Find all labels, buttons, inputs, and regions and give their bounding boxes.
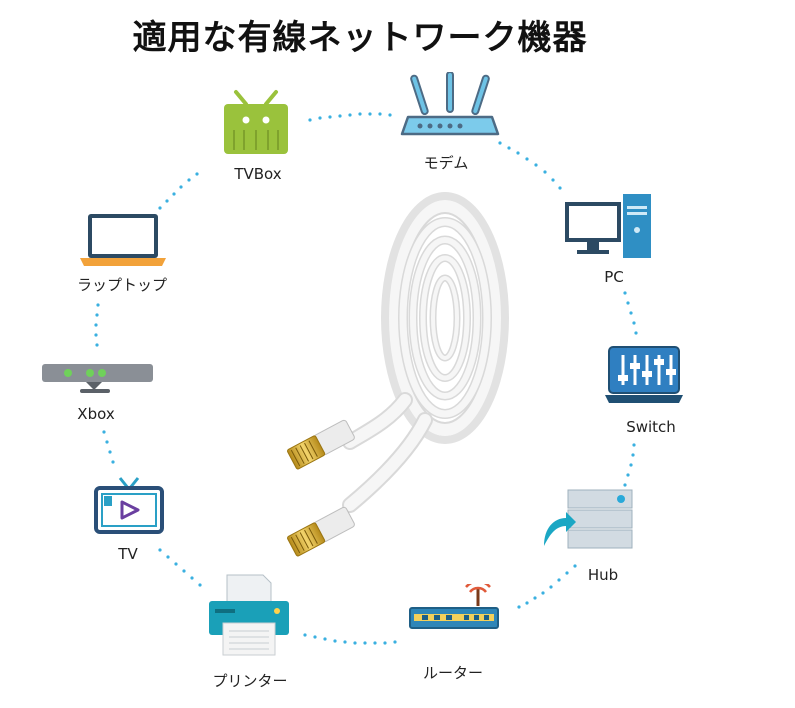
rj45-plug-upper (287, 419, 355, 470)
cable-coil (342, 192, 509, 513)
connector-laptop-tvbox (158, 172, 199, 210)
connector-pc-switch (623, 291, 638, 335)
device-label-pc: PC (604, 268, 624, 286)
connector-tvbox-modem (308, 112, 392, 122)
tv-icon (94, 477, 164, 534)
connector-switch-hub (623, 443, 636, 487)
desktop-pc-icon (565, 194, 651, 258)
device-label-router: ルーター (422, 664, 484, 682)
connector-tv-xbox (102, 430, 115, 464)
device-label-modem: モデム (423, 154, 469, 172)
connector-xbox-laptop (94, 303, 100, 347)
device-label-tv: TV (118, 545, 138, 563)
network-switch-icon (605, 346, 683, 403)
device-label-laptop: ラップトップ (76, 276, 168, 294)
android-tvbox-icon (224, 90, 288, 154)
device-label-hub: Hub (587, 566, 619, 584)
wifi-router-icon (400, 72, 500, 136)
diagram-title: 適用な有線ネットワーク機器 (132, 18, 588, 58)
printer-icon (209, 574, 289, 656)
connector-hub-router (517, 564, 577, 609)
kinect-sensor-icon (42, 364, 153, 393)
server-hub-icon (544, 489, 633, 549)
connector-router-printer (303, 633, 397, 645)
connector-printer-tv (158, 548, 202, 587)
device-label-printer: プリンター (212, 672, 288, 690)
connector-modem-pc (498, 141, 562, 190)
device-label-xbox: Xbox (77, 405, 115, 423)
rj45-plug-lower (287, 506, 355, 557)
device-label-switch: Switch (626, 418, 676, 436)
device-label-tvbox: TVBox (234, 165, 282, 183)
laptop-icon (80, 214, 166, 266)
router-icon (409, 584, 499, 629)
